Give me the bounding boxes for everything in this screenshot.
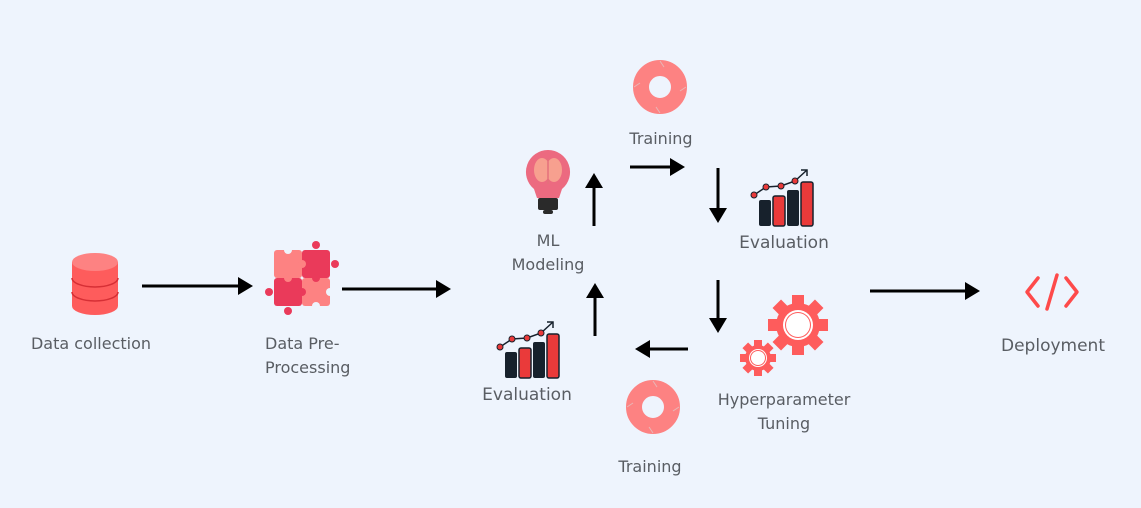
label-data-collection: Data collection xyxy=(30,334,152,353)
label-evaluation-bottom: Evaluation xyxy=(482,385,572,405)
gears-icon xyxy=(740,295,828,376)
code-icon xyxy=(1025,273,1079,311)
database-icon xyxy=(71,253,119,315)
label-training-bottom: Training xyxy=(618,457,682,476)
label-preprocessing: Data Pre- Processing xyxy=(265,332,350,380)
bar-chart-growth-icon xyxy=(750,169,814,227)
bar-chart-growth-icon xyxy=(496,321,560,379)
label-hyper-line2: Tuning xyxy=(757,414,811,433)
label-hyper-line1: Hyperparameter xyxy=(717,390,851,409)
label-ml-line1: ML xyxy=(536,231,560,250)
cycle-icon xyxy=(626,380,680,434)
label-ml-line2: Modeling xyxy=(511,255,585,274)
label-preprocessing-line2: Processing xyxy=(265,358,351,377)
label-deployment: Deployment xyxy=(1001,336,1105,356)
puzzle-icon xyxy=(265,241,339,315)
label-hyperparameter-tuning: Hyperparameter Tuning xyxy=(718,388,851,436)
label-preprocessing-line1: Data Pre- xyxy=(265,334,340,353)
lightbulb-brain-icon xyxy=(525,149,571,214)
label-training-top: Training xyxy=(629,129,693,148)
cycle-icon xyxy=(633,60,687,114)
label-evaluation-top: Evaluation xyxy=(739,233,829,253)
label-ml-modeling: ML Modeling xyxy=(512,229,585,277)
